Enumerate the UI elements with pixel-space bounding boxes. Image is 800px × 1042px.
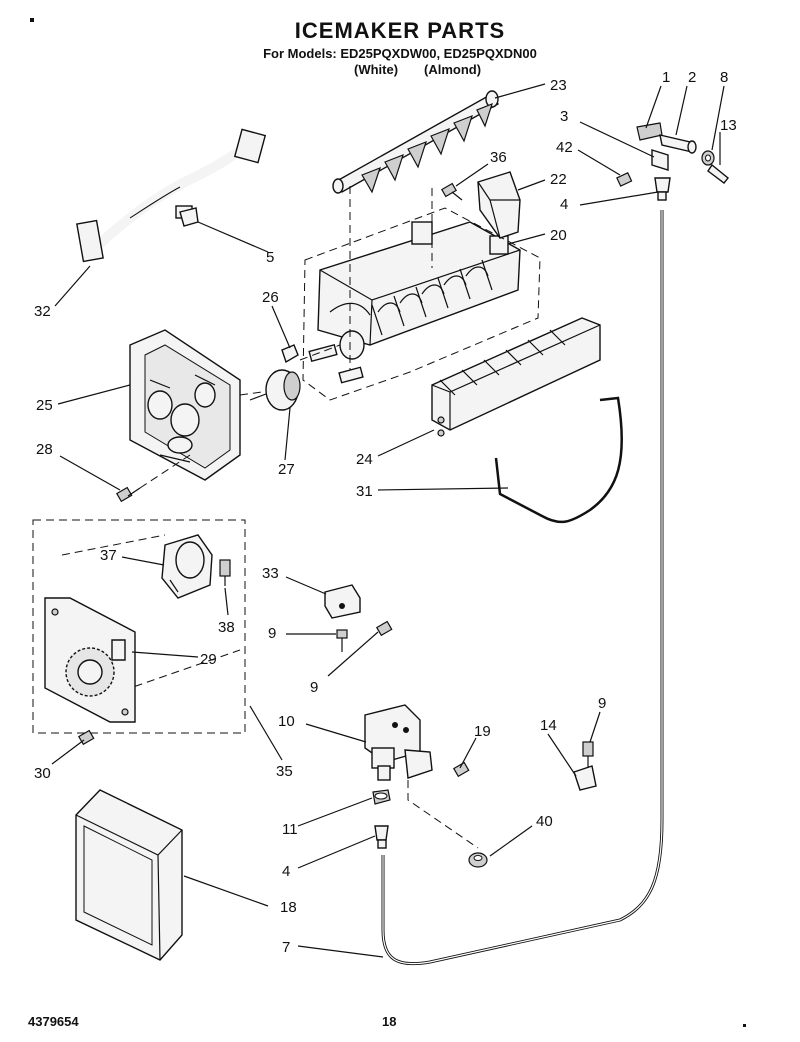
callout-23: 23 <box>550 77 567 94</box>
screw-19-part <box>452 761 470 778</box>
shutoff-arm-part <box>494 396 624 524</box>
screw-28-part <box>115 486 141 503</box>
callout-labels: 1 2 8 3 13 42 4 23 36 22 20 5 32 26 25 2… <box>34 69 737 956</box>
callout-11: 11 <box>282 821 298 838</box>
callout-42: 42 <box>556 139 573 156</box>
screw-36-part <box>440 182 463 201</box>
callout-40: 40 <box>536 813 553 830</box>
callout-25: 25 <box>36 397 53 414</box>
callout-33: 33 <box>262 565 279 582</box>
insert-13-part <box>707 163 729 184</box>
callout-19: 19 <box>474 723 491 740</box>
callout-9: 9 <box>598 695 606 712</box>
callout-4: 4 <box>560 196 568 213</box>
thermostat-27-part <box>249 369 301 411</box>
callout-29: 29 <box>200 651 217 668</box>
callout-7: 7 <box>282 939 290 956</box>
leader-lines <box>51 83 725 958</box>
callout-32: 32 <box>34 303 51 320</box>
callout-9: 9 <box>268 625 276 642</box>
callout-22: 22 <box>550 171 567 188</box>
callout-30: 30 <box>34 765 51 782</box>
document-number: 4379654 <box>28 1014 79 1029</box>
valve-3-part <box>651 149 669 171</box>
ejector-part <box>332 90 500 194</box>
callout-27: 27 <box>278 461 295 478</box>
callout-10: 10 <box>278 713 295 730</box>
fitting-1-part <box>636 122 663 141</box>
wire-harness-part <box>76 128 267 263</box>
callout-4: 4 <box>282 863 290 880</box>
callout-26: 26 <box>262 289 279 306</box>
clamp-14-part <box>573 741 597 791</box>
page-title: ICEMAKER PARTS <box>294 18 506 43</box>
callout-5: 5 <box>266 249 274 266</box>
callout-37: 37 <box>100 547 117 564</box>
fill-cup-part <box>477 171 521 239</box>
callout-13: 13 <box>720 117 737 134</box>
callout-24: 24 <box>356 451 373 468</box>
screw-9-part <box>375 620 393 637</box>
ferrule-4-upper-part <box>654 177 671 201</box>
callout-20: 20 <box>550 227 567 244</box>
assembly-35-outline <box>32 519 246 734</box>
ferrule-4-part <box>374 825 389 849</box>
cover-panel-18-part <box>75 789 183 961</box>
corner-mark <box>743 1024 746 1027</box>
clip-5-part <box>179 207 199 227</box>
nut-11-part <box>372 789 391 805</box>
screw-42-part <box>616 172 633 187</box>
callout-1: 1 <box>662 69 670 86</box>
callout-35: 35 <box>276 763 293 780</box>
water-tube-7-part <box>381 210 664 966</box>
corner-mark <box>30 18 34 22</box>
control-housing-part <box>129 329 241 481</box>
bracket-33-part <box>324 584 361 619</box>
screw-9-part <box>336 629 348 652</box>
callout-14: 14 <box>540 717 557 734</box>
water-valve-10-part <box>364 704 433 781</box>
callout-9: 9 <box>310 679 318 696</box>
model-numbers: For Models: ED25PQXDW00, ED25PQXDN00 <box>263 46 537 61</box>
screw-38-part <box>219 559 231 586</box>
callout-18: 18 <box>280 899 297 916</box>
tube-2-part <box>659 134 697 154</box>
callout-36: 36 <box>490 149 507 166</box>
callout-28: 28 <box>36 441 53 458</box>
callout-2: 2 <box>688 69 696 86</box>
mold-cover-part <box>431 317 601 437</box>
callout-8: 8 <box>720 69 728 86</box>
callout-38: 38 <box>218 619 235 636</box>
page-number: 18 <box>382 1014 397 1029</box>
callout-3: 3 <box>560 108 568 125</box>
nut-40-part <box>468 852 488 868</box>
variant-white-label: (White) <box>354 62 399 77</box>
motor-37-part <box>161 534 213 599</box>
variant-almond-label: (Almond) <box>424 62 482 77</box>
washer-8-part <box>701 150 715 166</box>
module-plate-29-part <box>44 597 136 723</box>
callout-31: 31 <box>356 483 373 500</box>
